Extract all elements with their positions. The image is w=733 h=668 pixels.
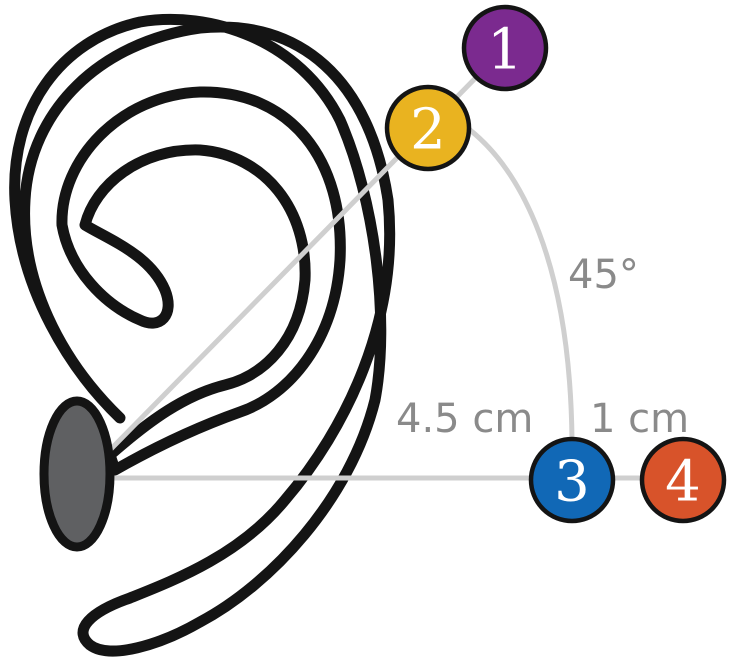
- svg-text:3: 3: [554, 450, 590, 515]
- ear-helix-outline: [9, 13, 396, 657]
- svg-text:1: 1: [487, 18, 523, 83]
- marker-2: 2: [384, 84, 472, 172]
- marker-3: 3: [528, 436, 616, 524]
- svg-text:4: 4: [665, 450, 701, 515]
- marker-4: 4: [639, 436, 727, 524]
- distance-label-4-5cm: 4.5 cm: [396, 396, 533, 442]
- angle-arc: [467, 127, 575, 443]
- ear-antihelix-outline: [56, 86, 346, 476]
- distance-label-1cm: 1 cm: [590, 396, 689, 442]
- ear-canal: [39, 396, 115, 552]
- marker-1: 1: [461, 4, 549, 92]
- svg-text:2: 2: [410, 98, 446, 163]
- angle-label: 45°: [568, 252, 639, 298]
